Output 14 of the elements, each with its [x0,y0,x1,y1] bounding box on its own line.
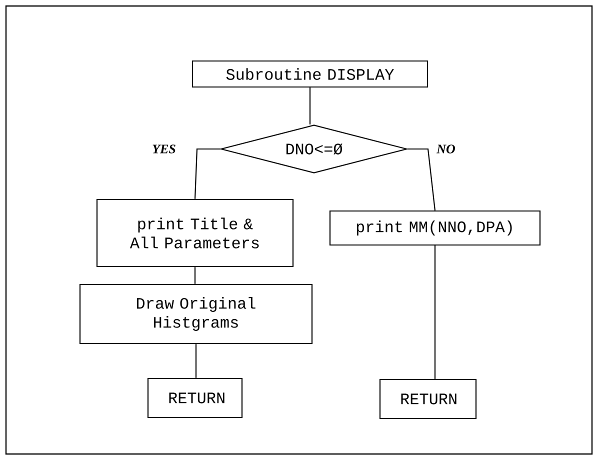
process-box: Draw Original Histgrams [79,284,313,344]
connector-line [408,148,436,210]
connector-line [194,267,196,284]
process-box: RETURN [147,378,243,418]
connector-line [195,344,197,378]
edge-label: YES [152,144,176,154]
process-box: print MM(NNO,DPA) [329,210,541,246]
connector-line [194,148,220,199]
process-box: Subroutine DISPLAY [192,60,428,88]
process-box: print Title & All Parameters [96,198,294,268]
connector-line [309,88,311,124]
edge-label: NO [436,144,456,154]
connector-line [434,246,436,379]
process-box: RETURN [379,378,477,420]
